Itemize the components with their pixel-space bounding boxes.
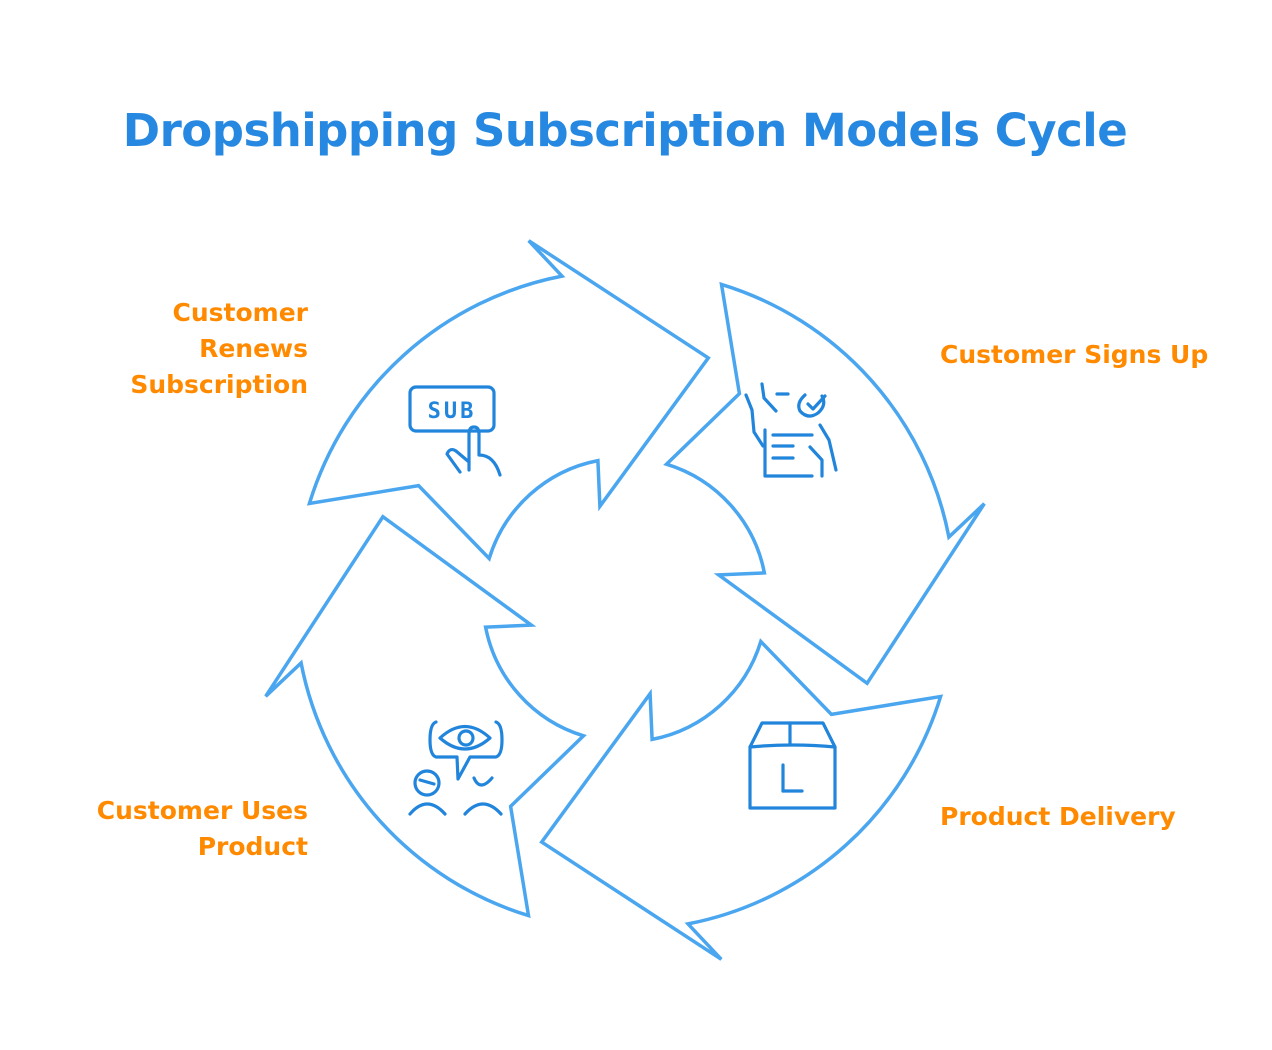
arrow-uses (264, 514, 587, 919)
package-box-icon (748, 721, 837, 810)
arrow-signs-up (663, 281, 986, 686)
people-eye-speech-icon (408, 720, 504, 816)
sub-icon-text: SUB (428, 399, 477, 424)
arrow-delivery (539, 638, 944, 961)
step-label-delivery: Product Delivery (940, 802, 1176, 831)
cycle-arrows (264, 239, 986, 961)
sub-button-click-icon: SUB (408, 385, 502, 477)
arrow-renews (306, 239, 711, 562)
document-check-hands-icon (744, 382, 838, 478)
page-title: Dropshipping Subscription Models Cycle (122, 104, 1128, 157)
step-label-uses: Customer Uses Product (96, 796, 308, 861)
step-label-renews: Customer Renews Subscription (130, 298, 308, 399)
step-label-signs-up: Customer Signs Up (940, 340, 1209, 369)
